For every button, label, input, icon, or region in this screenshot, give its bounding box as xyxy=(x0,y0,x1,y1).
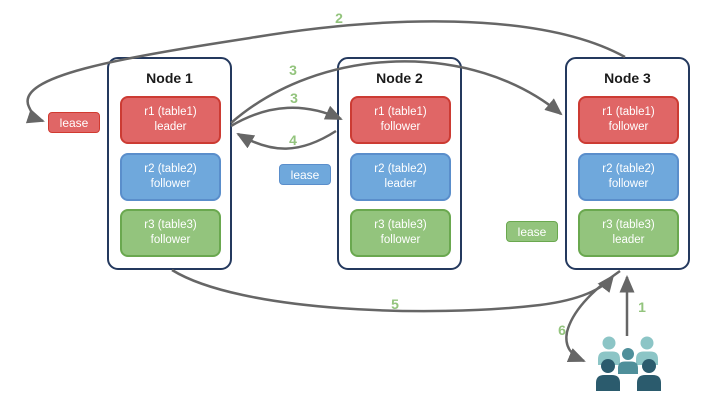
replica-name: r1 (table1) xyxy=(602,106,655,119)
lease-badge-table3: lease xyxy=(506,221,558,242)
node-3-box: Node 3 r1 (table1) follower r2 (table2) … xyxy=(565,57,690,270)
replica-role: follower xyxy=(608,178,649,190)
node-2-title: Node 2 xyxy=(376,70,423,86)
replica-role: leader xyxy=(384,178,417,190)
node-3-title: Node 3 xyxy=(604,70,651,86)
replica-role: follower xyxy=(380,121,421,133)
replica-name: r3 (table3) xyxy=(144,219,197,232)
replica-role: follower xyxy=(608,121,649,133)
arrow-step-3-to-node2 xyxy=(230,105,343,128)
lease-badge-table2: lease xyxy=(279,164,331,185)
replica-name: r3 (table3) xyxy=(602,219,655,232)
replica-role: leader xyxy=(154,121,187,133)
node-1-replica-r2: r2 (table2) follower xyxy=(120,153,221,201)
replica-name: r2 (table2) xyxy=(144,163,197,176)
step-label-2: 2 xyxy=(335,10,343,26)
replica-name: r1 (table1) xyxy=(144,106,197,119)
node-3-replica-r1: r1 (table1) follower xyxy=(578,96,679,144)
node-2-box: Node 2 r1 (table1) follower r2 (table2) … xyxy=(337,57,462,270)
step-label-1: 1 xyxy=(638,299,646,315)
people-group-icon xyxy=(596,336,661,391)
node-3-replica-r3: r3 (table3) leader xyxy=(578,209,679,257)
replica-role: follower xyxy=(150,234,191,246)
replica-name: r2 (table2) xyxy=(374,163,427,176)
step-label-3-lower: 3 xyxy=(290,90,298,106)
node-1-title: Node 1 xyxy=(146,70,193,86)
step-label-5: 5 xyxy=(391,296,399,312)
replica-name: r3 (table3) xyxy=(374,219,427,232)
node-3-replica-r2: r2 (table2) follower xyxy=(578,153,679,201)
replica-name: r2 (table2) xyxy=(602,163,655,176)
node-1-box: Node 1 r1 (table1) leader r2 (table2) fo… xyxy=(107,57,232,270)
replica-role: follower xyxy=(380,234,421,246)
step-label-4: 4 xyxy=(289,132,297,148)
node-1-replica-r1: r1 (table1) leader xyxy=(120,96,221,144)
node-2-replica-r2: r2 (table2) leader xyxy=(350,153,451,201)
arrow-step-4-ack xyxy=(236,129,337,150)
node-1-replica-r3: r3 (table3) follower xyxy=(120,209,221,257)
replica-role: follower xyxy=(150,178,191,190)
replica-role: leader xyxy=(612,234,645,246)
lease-badge-table1: lease xyxy=(48,112,100,133)
node-2-replica-r1: r1 (table1) follower xyxy=(350,96,451,144)
step-label-3-upper: 3 xyxy=(289,62,297,78)
node-2-replica-r3: r3 (table3) follower xyxy=(350,209,451,257)
replica-name: r1 (table1) xyxy=(374,106,427,119)
step-label-6: 6 xyxy=(558,322,566,338)
